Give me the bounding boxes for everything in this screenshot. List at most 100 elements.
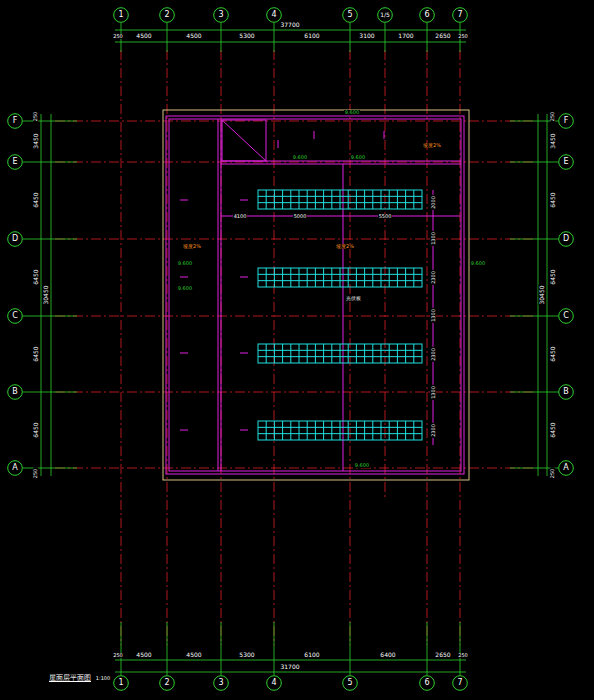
axis-label: A [7,460,23,476]
dimension-text: 3450 [550,132,556,149]
dimension-text: 6100 [303,652,320,658]
dimension-text: 4500 [135,652,152,658]
plan-note: 9.600 [470,261,486,266]
plan-note: 1:100 [95,676,111,681]
axis-label: 3 [213,7,229,23]
dimension-text: 6450 [33,268,39,285]
plan-note: 9.600 [350,155,366,160]
grid-bubble: A [7,460,23,476]
dimension-text: 4500 [185,33,202,39]
axis-label: 2 [159,7,175,23]
plan-note: 9.600 [354,463,370,468]
axis-label: 3 [213,675,229,691]
dimension-text: 250 [457,34,469,39]
axis-label: F [7,113,23,129]
grid-bubble: 2 [159,675,175,691]
axis-label: 1 [113,675,129,691]
dimension-text: 3450 [33,132,39,149]
grid-bubble: B [558,384,574,400]
dimension-text: 1300 [430,385,435,400]
axis-label: 6 [419,7,435,23]
dimension-text: 5300 [238,652,255,658]
dimension-text: 250 [33,110,38,122]
axis-label: A [558,460,574,476]
dimension-text: 5300 [238,33,255,39]
plan-note: 9.600 [292,155,308,160]
axis-label: B [558,384,574,400]
dimension-text: 6450 [33,421,39,438]
dimension-text: 2650 [434,652,451,658]
dimension-text: 6450 [550,268,556,285]
grid-bubble: 1 [113,7,129,23]
dimension-text: 1700 [397,33,414,39]
dimension-text: 250 [550,467,555,479]
dimension-text: 5500 [378,214,393,219]
axis-label: 5 [342,7,358,23]
dimension-text: 4100 [233,214,248,219]
dimension-text: 250 [112,653,124,658]
grid-bubble: 1/5 [377,7,393,23]
axis-label: 5 [342,675,358,691]
grid-bubble: 3 [213,675,229,691]
axis-label: 7 [452,7,468,23]
drawing-title: 屋面层平面图 [48,675,92,682]
grid-bubble: 1 [113,675,129,691]
grid-bubble: 5 [342,675,358,691]
dimension-text: 250 [550,110,555,122]
dimension-text: 250 [457,653,469,658]
grid-bubble: 5 [342,7,358,23]
dimension-text: 6450 [550,191,556,208]
grid-bubble: A [558,460,574,476]
grid-bubble: 4 [266,7,282,23]
dimension-text: 6100 [303,33,320,39]
axis-label: D [7,231,23,247]
axis-label: E [7,154,23,170]
grid-bubble: B [7,384,23,400]
axis-label: 2 [159,675,175,691]
grid-bubble: E [558,154,574,170]
plan-note: 坡度2% [422,143,442,148]
dimension-text: 6450 [550,345,556,362]
axis-label: F [558,113,574,129]
dimension-text: 31700 [279,664,300,670]
plan-note: 光伏板 [345,296,362,301]
plan-note: 9.600 [177,261,193,266]
dimension-text: 2000 [430,195,435,210]
dimension-text: 1300 [430,231,435,246]
axis-label: C [7,308,23,324]
plan-note: 坡度2% [335,244,355,249]
dimension-text: 250 [112,34,124,39]
grid-bubble: F [7,113,23,129]
dimension-text: 1300 [430,308,435,323]
grid-bubble: F [558,113,574,129]
axis-label: B [7,384,23,400]
dimension-text: 6450 [550,421,556,438]
grid-bubble: D [7,231,23,247]
plan-note: 9.600 [177,286,193,291]
grid-bubble: 3 [213,7,229,23]
axis-label: 1/5 [377,7,393,23]
dimension-text: 250 [33,467,38,479]
dimension-text: 37700 [279,22,300,28]
axis-label: 4 [266,675,282,691]
dimension-text: 3100 [358,33,375,39]
axis-label: D [558,231,574,247]
axis-label: 6 [419,675,435,691]
dimension-text: 2650 [434,33,451,39]
axis-label: C [558,308,574,324]
grid-bubble: 6 [419,7,435,23]
dimension-text: 2300 [430,347,435,362]
grid-bubble: D [558,231,574,247]
grid-bubble: 7 [452,675,468,691]
grid-bubble: 2 [159,7,175,23]
grid-bubble: E [7,154,23,170]
dimension-text: 6400 [379,652,396,658]
axis-label: 7 [452,675,468,691]
axis-label: E [558,154,574,170]
axis-label: 4 [266,7,282,23]
grid-bubble: 6 [419,675,435,691]
plan-note: 坡度2% [182,244,202,249]
grid-bubble: C [7,308,23,324]
dimension-text: 30450 [539,284,545,305]
